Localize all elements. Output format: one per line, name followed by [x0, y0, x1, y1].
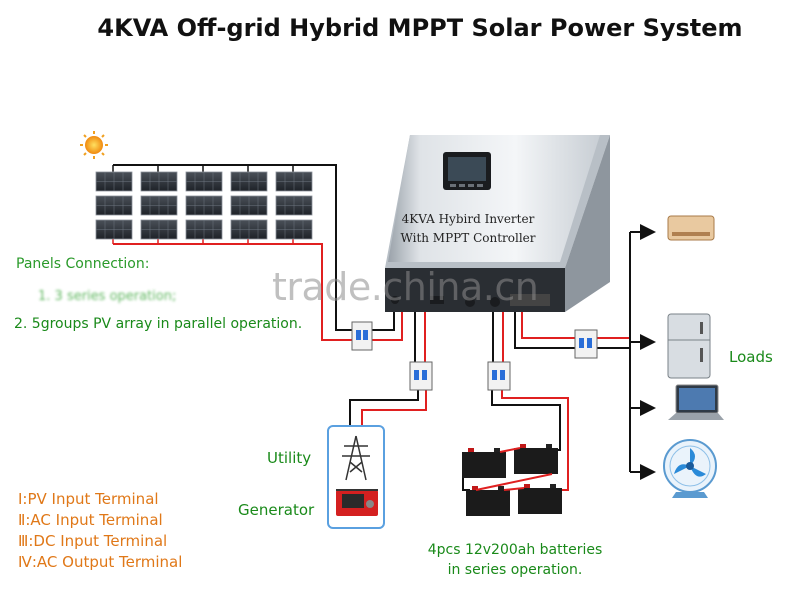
terminal-ac-output: Ⅳ:AC Output Terminal	[18, 553, 183, 571]
utility-label: Utility	[267, 449, 312, 467]
solar-panel-icon	[230, 219, 268, 240]
battery-icon	[518, 484, 562, 514]
solar-panel-icon	[275, 219, 313, 240]
fan-icon	[663, 439, 717, 498]
breaker-icon	[574, 329, 598, 359]
solar-panel-icon	[230, 171, 268, 192]
battery-note-line1: 4pcs 12v200ah batteries	[427, 542, 603, 558]
page-title: 4KVA Off-grid Hybrid MPPT Solar Power Sy…	[97, 14, 743, 42]
breaker-icon	[487, 361, 511, 391]
loads-label: Loads	[729, 348, 773, 366]
breaker-icon	[409, 361, 433, 391]
solar-panel-icon	[140, 195, 178, 216]
load-distribution	[629, 224, 656, 480]
solar-panel-icon	[185, 171, 223, 192]
terminal-dc-input: Ⅲ:DC Input Terminal	[18, 532, 168, 550]
battery-note: 4pcs 12v200ah batteries in series operat…	[423, 540, 607, 580]
panels-connection-heading: Panels Connection:	[16, 256, 150, 272]
generator-icon	[336, 489, 378, 516]
pv-wiring	[112, 164, 362, 341]
inverter-label-line1: 4KVA Hybird Inverter	[401, 212, 535, 226]
inverter-wiring	[349, 312, 630, 491]
solar-panel-icon	[185, 195, 223, 216]
terminal-legend: Ⅰ:PV Input Terminal Ⅱ:AC Input Terminal …	[18, 489, 182, 573]
solar-panel-icon	[140, 171, 178, 192]
battery-bank	[462, 444, 562, 516]
terminal-pv-input: Ⅰ:PV Input Terminal	[18, 490, 159, 508]
battery-icon	[514, 444, 558, 474]
solar-panel-array	[95, 171, 313, 240]
inverter-label: 4KVA Hybird Inverter With MPPT Controlle…	[386, 210, 550, 248]
inverter-label-line2: With MPPT Controller	[400, 231, 536, 245]
panels-note-parallel: 2. 5groups PV array in parallel operatio…	[14, 316, 303, 332]
terminal-ac-input: Ⅱ:AC Input Terminal	[18, 511, 163, 529]
solar-panel-icon	[95, 195, 133, 216]
battery-icon	[466, 486, 510, 516]
watermark: trade.china.cn	[272, 265, 539, 309]
breaker-icon	[351, 321, 373, 351]
solar-panel-icon	[95, 171, 133, 192]
battery-note-line2: in series operation.	[447, 562, 583, 578]
utility-tower-icon	[342, 435, 370, 481]
solar-panel-icon	[230, 195, 268, 216]
air-conditioner-icon	[667, 215, 715, 241]
solar-panel-icon	[275, 195, 313, 216]
inverter-icon	[385, 135, 610, 312]
generator-label: Generator	[238, 501, 315, 519]
utility-generator-box	[327, 425, 385, 529]
refrigerator-icon	[667, 313, 711, 379]
sun-icon	[80, 131, 108, 159]
solar-panel-icon	[140, 219, 178, 240]
solar-panel-icon	[95, 219, 133, 240]
battery-icon	[462, 448, 506, 478]
solar-panel-icon	[185, 219, 223, 240]
panels-note-series: 1. 3 series operation;	[38, 289, 177, 304]
solar-panel-icon	[275, 171, 313, 192]
laptop-icon	[668, 384, 724, 420]
